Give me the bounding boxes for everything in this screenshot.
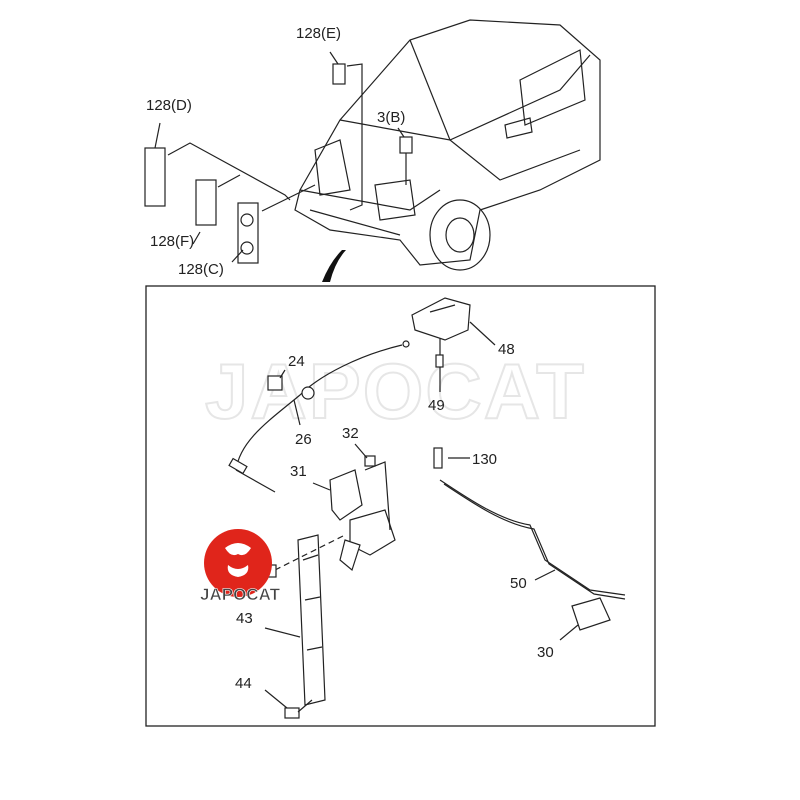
japocat-logo: JAPOCAT — [200, 529, 281, 604]
vehicle-illustration — [294, 19, 601, 271]
part-44-bolt — [264, 689, 313, 719]
detail-frame — [145, 285, 656, 727]
watermark: JAPOCAT — [205, 347, 586, 435]
part-26-release-cable — [235, 344, 403, 471]
part-128f — [195, 179, 217, 226]
label-31: 31 — [290, 463, 307, 480]
label-130: 130 — [472, 451, 497, 468]
part-130-bolt — [433, 447, 470, 469]
label-128d: 128(D) — [146, 97, 192, 114]
label-24: 24 — [288, 353, 305, 370]
label-43: 43 — [236, 610, 253, 627]
detail-arrow — [322, 250, 346, 282]
part-31-hood-latch — [312, 461, 396, 572]
label-128c: 128(C) — [178, 261, 224, 278]
label-26: 26 — [295, 431, 312, 448]
part-128e — [329, 51, 346, 85]
label-32: 32 — [342, 425, 359, 442]
label-44: 44 — [235, 675, 252, 692]
part-128d — [144, 122, 166, 207]
part-43-support — [264, 534, 346, 706]
label-48: 48 — [498, 341, 515, 358]
label-30: 30 — [537, 644, 554, 661]
label-128e: 128(E) — [296, 25, 341, 42]
label-128f: 128(F) — [150, 233, 194, 250]
part-49-bolt — [435, 338, 444, 392]
part-3b — [397, 127, 413, 185]
part-30-connector — [559, 597, 611, 641]
part-128c — [237, 202, 259, 264]
label-49: 49 — [428, 397, 445, 414]
part-32-bolt — [354, 443, 376, 467]
label-50: 50 — [510, 575, 527, 592]
part-24-clip — [267, 369, 286, 391]
part-50-hose — [439, 479, 626, 596]
label-3b: 3(B) — [377, 109, 405, 126]
part-48-hood-latch-bracket — [411, 297, 496, 346]
logo-text: JAPOCAT — [200, 585, 281, 604]
